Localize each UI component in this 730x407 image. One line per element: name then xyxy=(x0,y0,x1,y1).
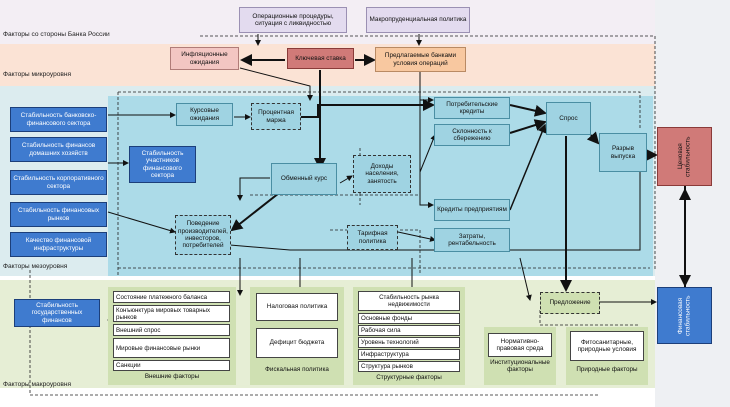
stability-public-finances-box[interactable]: Стабильность государственных финансов xyxy=(14,299,100,327)
arrow xyxy=(339,175,353,184)
behavior-box[interactable]: Поведение производителей, инвесторов, по… xyxy=(175,215,231,255)
structural-factors-title: Структурные факторы xyxy=(376,374,442,381)
ops-liquidity-box[interactable]: Операционные процедуры, ситуация с ликви… xyxy=(239,7,347,33)
external-factors-title: Внешние факторы xyxy=(144,373,200,380)
key-rate-box[interactable]: Ключевая ставка xyxy=(287,48,354,69)
stability-markets-box[interactable]: Стабильность финансовых рынков xyxy=(10,202,107,227)
structural-factor-row[interactable]: Стабильность рынка недвижимости xyxy=(358,291,460,311)
arrow xyxy=(586,131,600,145)
supply-box[interactable]: Предложение xyxy=(540,292,600,314)
stability-corporate-box[interactable]: Стабильность корпоративного сектора xyxy=(10,170,107,195)
fx-expectations-box[interactable]: Курсовые ожидания xyxy=(176,103,233,126)
interest-margin-box[interactable]: Процентная маржа xyxy=(251,103,301,130)
price-stability-box[interactable]: Ценовая стабильность xyxy=(657,127,712,186)
structural-factor-row[interactable]: Инфраструктура xyxy=(358,349,460,360)
arrow xyxy=(509,123,547,211)
macroprudential-box[interactable]: Макропруденциальная политика xyxy=(366,7,470,33)
budget-deficit-box[interactable]: Дефицит бюджета xyxy=(256,328,338,358)
external-factor-row[interactable]: Конъюнктура мировых товарных рынков xyxy=(113,305,230,322)
external-factor-row[interactable]: Внешний спрос xyxy=(113,324,230,336)
exchange-rate-box[interactable]: Обменный курс xyxy=(271,163,337,195)
bank-terms-box[interactable]: Предлагаемые банками условия операций xyxy=(375,47,466,72)
institutional-factors-title: Институциональные факторы xyxy=(490,359,550,374)
arrow xyxy=(419,72,434,103)
structural-factor-row[interactable]: Рабочая сила xyxy=(358,325,460,336)
price-stability-label: Ценовая стабильность xyxy=(677,136,692,177)
infrastructure-quality-box[interactable]: Качество финансовой инфраструктуры xyxy=(10,232,107,257)
output-gap-box[interactable]: Разрыв выпуска xyxy=(599,133,647,172)
fiscal-policy-title: Фискальная политика xyxy=(265,366,329,373)
arrow xyxy=(301,99,435,118)
stability-banking-box[interactable]: Стабильность банковско-финансового секто… xyxy=(10,107,107,132)
arrow xyxy=(519,257,532,301)
arrow xyxy=(239,67,313,101)
zone-label-micro: Факторы микроуровня xyxy=(3,71,72,78)
inflation-expectations-box[interactable]: Инфляционные ожидания xyxy=(170,47,239,70)
natural-factors-title: Природные факторы xyxy=(576,366,638,373)
zone-label-cbr: Факторы со стороны Банка России xyxy=(3,31,110,38)
stability-participants-box[interactable]: Стабильность участников финансового сект… xyxy=(129,146,196,183)
arrow xyxy=(237,177,270,201)
consumer-credit-box[interactable]: Потребительские кредиты xyxy=(434,97,510,119)
external-factor-row[interactable]: Мировые финансовые рынки xyxy=(113,338,230,358)
external-factor-row[interactable]: Санкции xyxy=(113,360,230,371)
structural-factor-row[interactable]: Уровень технологий xyxy=(358,337,460,348)
structural-factor-row[interactable]: Структура рынков xyxy=(358,361,460,372)
arrow xyxy=(509,119,547,134)
costs-profitability-box[interactable]: Затраты, рентабельность xyxy=(434,228,510,252)
zone-label-macro: Факторы макроуровня xyxy=(3,381,72,388)
financial-stability-label: Финансовая стабильность xyxy=(677,295,692,336)
legal-environment-box[interactable]: Нормативно-правовая среда xyxy=(488,333,552,357)
demand-box[interactable]: Спрос xyxy=(546,102,591,135)
income-employment-box[interactable]: Доходы населения, занятость xyxy=(353,155,411,193)
zone-label-meso: Факторы мезоуровня xyxy=(3,263,68,270)
arrow xyxy=(419,134,436,173)
arrow xyxy=(509,104,547,117)
stability-households-box[interactable]: Стабильность финансов домашних хозяйств xyxy=(10,137,107,162)
tax-policy-box[interactable]: Налоговая политика xyxy=(256,293,338,321)
structural-factor-row[interactable]: Основные фонды xyxy=(358,313,460,324)
saving-propensity-box[interactable]: Склонность к сбережению xyxy=(434,124,510,146)
arrow xyxy=(107,211,176,234)
arrow xyxy=(419,72,434,208)
arrow xyxy=(397,231,436,242)
corporate-credit-box[interactable]: Кредиты предприятиям xyxy=(434,199,510,221)
financial-stability-box[interactable]: Финансовая стабильность xyxy=(657,287,712,344)
tariff-policy-box[interactable]: Тарифная политика xyxy=(347,225,398,250)
natural-conditions-box[interactable]: Фитосанитарные, природные условия xyxy=(570,331,644,361)
external-factor-row[interactable]: Состояние платежного баланса xyxy=(113,291,230,303)
